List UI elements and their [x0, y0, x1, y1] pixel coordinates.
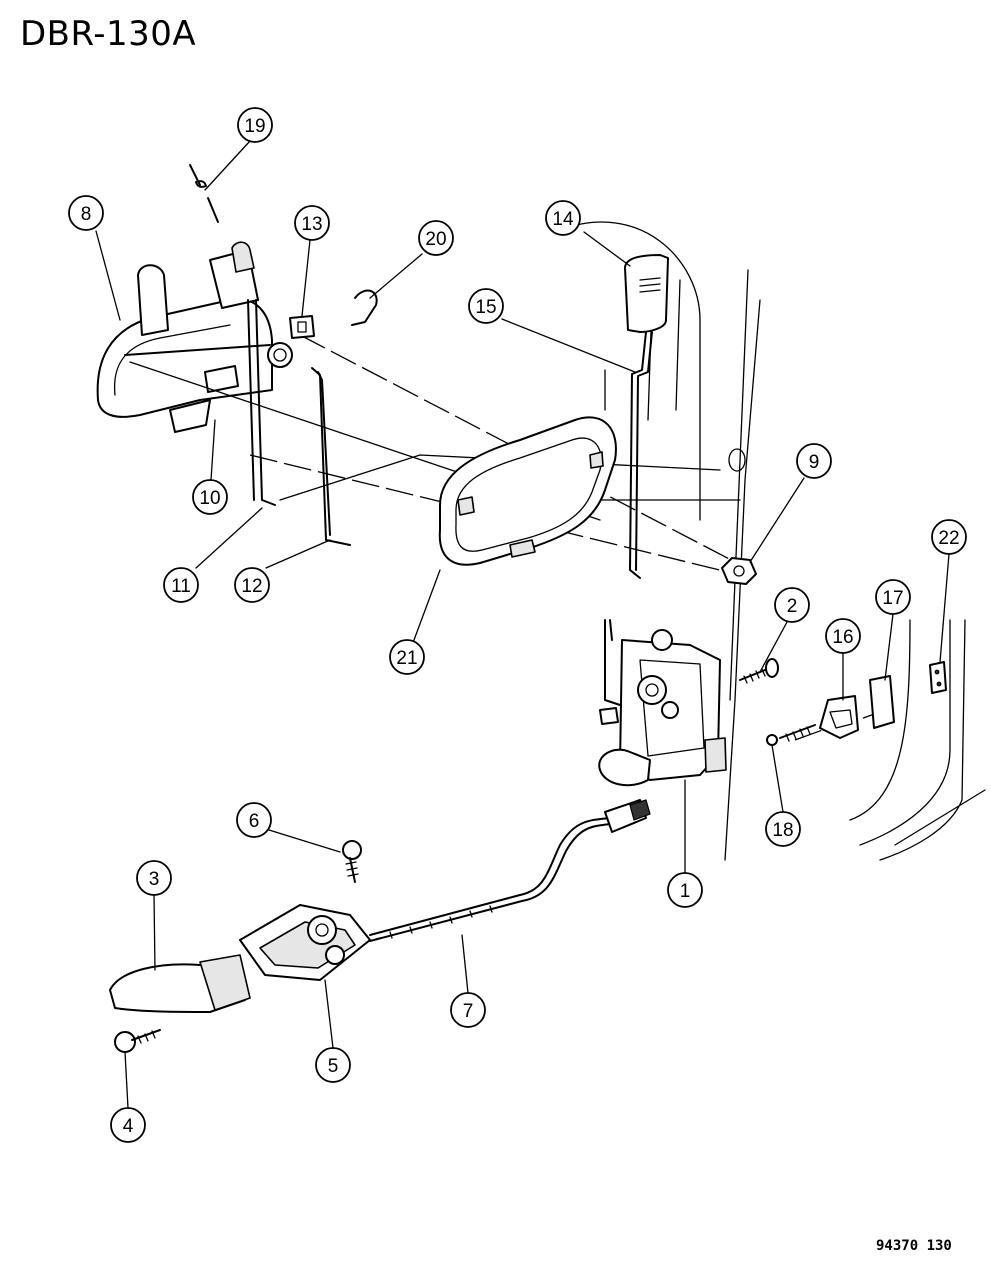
- callout-4: 4: [110, 1107, 146, 1143]
- part-14-lock-knob: [624, 254, 669, 333]
- leader-lines: [95, 140, 950, 1109]
- part-2-screw: [739, 658, 779, 684]
- callout-21-label: 21: [396, 648, 417, 669]
- callout-9-label: 9: [809, 452, 820, 473]
- part-20-clip: [351, 289, 378, 326]
- callout-11: 11: [163, 567, 199, 603]
- callout-3: 3: [136, 860, 172, 896]
- part-19-spring: [189, 164, 219, 223]
- part-12-rod: [311, 367, 351, 546]
- diagram-code: 94370 130: [876, 1238, 952, 1254]
- callout-16: 16: [825, 618, 861, 654]
- callout-5-label: 5: [328, 1056, 339, 1077]
- part-8-outside-door-handle: [96, 241, 293, 433]
- part-3-inside-handle: [109, 954, 251, 1013]
- callout-1-label: 1: [680, 881, 691, 902]
- callout-14: 14: [545, 200, 581, 236]
- callout-1: 1: [667, 872, 703, 908]
- part-15-lock-rod: [629, 331, 653, 579]
- door-opening-pillar: [849, 619, 986, 861]
- callout-9: 9: [796, 443, 832, 479]
- part-1-door-latch: [598, 619, 727, 787]
- callout-17-label: 17: [882, 588, 903, 609]
- callout-13: 13: [294, 205, 330, 241]
- part-13-rod-clip: [289, 315, 315, 339]
- part-4-screw: [114, 1029, 161, 1053]
- callout-20-label: 20: [425, 229, 446, 250]
- part-5-inside-handle-housing: [239, 904, 371, 981]
- part-22-tapping-plate: [929, 661, 947, 694]
- callout-13-label: 13: [301, 214, 322, 235]
- callout-17: 17: [875, 579, 911, 615]
- part-17-striker-shim: [869, 675, 895, 729]
- callout-15: 15: [468, 288, 504, 324]
- part-16-striker: [819, 695, 859, 739]
- callout-7: 7: [450, 992, 486, 1028]
- part-21-handle-gasket: [438, 416, 617, 566]
- part-11-rod: [247, 299, 276, 506]
- part-18-screw: [766, 724, 816, 746]
- callout-16-label: 16: [832, 627, 853, 648]
- alignment-lines: [249, 334, 881, 741]
- part-9-nut: [721, 557, 757, 585]
- callout-21: 21: [389, 639, 425, 675]
- callout-6-label: 6: [249, 811, 260, 832]
- callout-2: 2: [774, 587, 810, 623]
- callout-18-label: 18: [772, 820, 793, 841]
- part-10-handle-clip: [204, 365, 239, 393]
- callout-8: 8: [68, 195, 104, 231]
- callout-20: 20: [418, 220, 454, 256]
- callout-10-label: 10: [199, 488, 220, 509]
- callout-22: 22: [931, 519, 967, 555]
- callout-22-label: 22: [938, 528, 959, 549]
- callout-7-label: 7: [463, 1001, 474, 1022]
- callouts: 1 2 3 4 5 6 7 8 9 10 11 12 13 14 15 16 1…: [68, 107, 967, 1143]
- callout-3-label: 3: [149, 869, 160, 890]
- callout-19-label: 19: [244, 116, 265, 137]
- callout-5: 5: [315, 1047, 351, 1083]
- callout-6: 6: [236, 802, 272, 838]
- callout-15-label: 15: [475, 297, 496, 318]
- callout-19: 19: [237, 107, 273, 143]
- callout-8-label: 8: [81, 204, 92, 225]
- callout-2-label: 2: [787, 596, 798, 617]
- part-6-screw: [342, 840, 362, 883]
- callout-10: 10: [192, 479, 228, 515]
- callout-12: 12: [234, 567, 270, 603]
- callout-11-label: 11: [171, 576, 191, 597]
- part-7-latch-cable: [369, 799, 651, 942]
- diagram-title: DBR-130A: [20, 14, 197, 54]
- callout-14-label: 14: [552, 209, 574, 230]
- callout-4-label: 4: [123, 1116, 134, 1137]
- callout-18: 18: [765, 811, 801, 847]
- callout-12-label: 12: [241, 576, 262, 597]
